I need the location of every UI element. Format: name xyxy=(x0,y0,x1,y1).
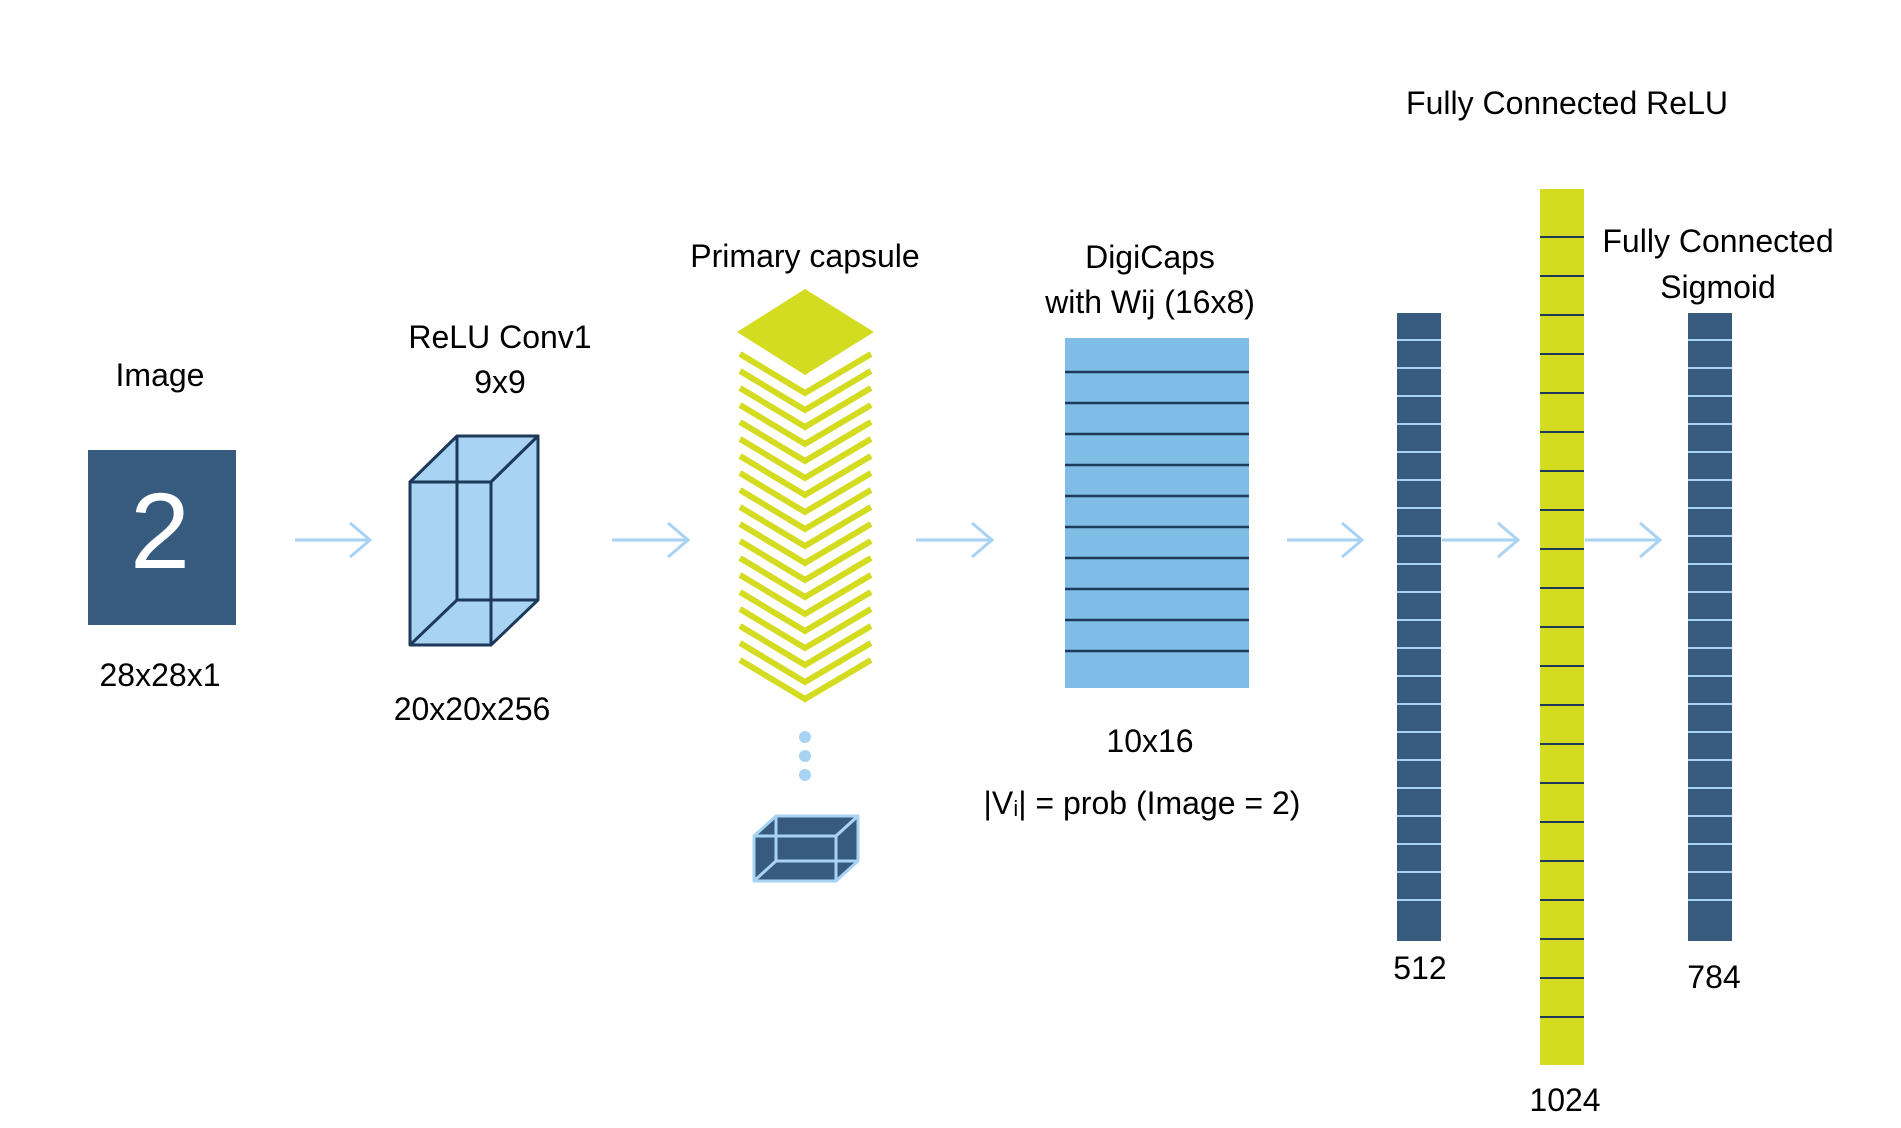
fc-sigmoid-title-line2: Sigmoid xyxy=(1660,269,1776,305)
conv1-size-label: 20x20x256 xyxy=(394,691,551,727)
arrow-right-icon xyxy=(295,521,373,559)
digicaps-formula: |Vᵢ| = prob (Image = 2) xyxy=(984,785,1301,821)
ellipsis-dots-icon xyxy=(799,731,811,781)
conv1-title-line2: 9x9 xyxy=(474,364,526,400)
fc-784-label: 784 xyxy=(1687,959,1740,995)
arrow-right-icon xyxy=(916,521,995,559)
digicaps-size-label: 10x16 xyxy=(1106,723,1193,759)
conv1-title-line1: ReLU Conv1 xyxy=(408,319,591,355)
digicaps-title-line2: with Wij (16x8) xyxy=(1044,284,1255,320)
image-title: Image xyxy=(116,357,205,393)
digicaps-matrix xyxy=(1065,338,1249,688)
arrow-right-icon xyxy=(1287,521,1365,559)
conv-cuboid-icon xyxy=(408,434,540,647)
fc-relu-title: Fully Connected ReLU xyxy=(1406,85,1728,121)
fc-1024-label: 1024 xyxy=(1529,1082,1600,1118)
input-image-digit: 2 xyxy=(130,470,190,591)
fc-512-label: 512 xyxy=(1393,950,1446,986)
arrow-right-icon xyxy=(612,521,691,559)
arrow-right-icon xyxy=(1585,521,1663,559)
image-size-label: 28x28x1 xyxy=(100,657,221,693)
fc-512-column xyxy=(1397,313,1441,941)
primary-capsule-title: Primary capsule xyxy=(690,238,919,274)
cuboid-icon xyxy=(752,814,860,883)
digicaps-title-line1: DigiCaps xyxy=(1085,239,1215,275)
fc-1024-column xyxy=(1540,189,1584,1065)
fc-sigmoid-title-line1: Fully Connected xyxy=(1602,223,1833,259)
input-image-box xyxy=(88,450,236,625)
fc-784-column xyxy=(1688,313,1732,941)
chevron-stack-icon xyxy=(737,289,874,703)
arrow-right-icon xyxy=(1442,521,1521,559)
